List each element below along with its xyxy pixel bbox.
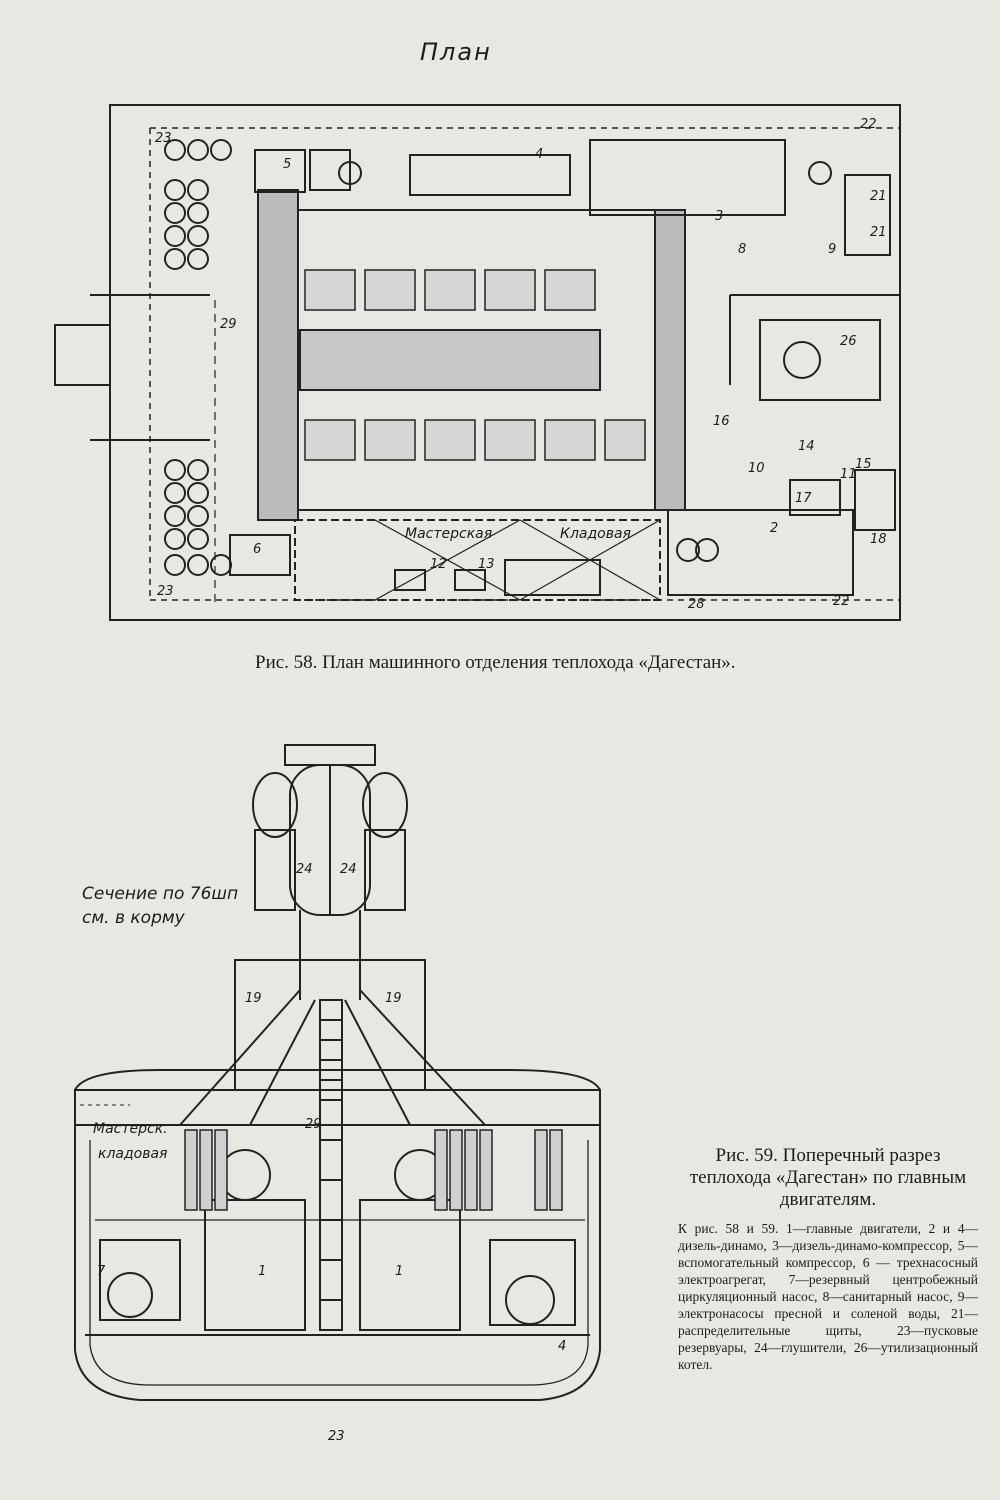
cylinder-rows — [304, 269, 646, 461]
callout-5: 5 — [283, 157, 291, 172]
callout-6: 6 — [253, 542, 261, 557]
callout-2: 2 — [770, 521, 778, 536]
section-callout-24b: 24 — [340, 862, 357, 877]
section-callout-23: 23 — [328, 1429, 345, 1444]
callout-13: 13 — [478, 557, 495, 572]
section-callout-7: 7 — [97, 1264, 106, 1279]
callout-22a: 22 — [860, 117, 877, 132]
section-callout-4: 4 — [558, 1339, 566, 1354]
callout-9: 9 — [828, 242, 836, 257]
callout-11: 11 — [840, 467, 857, 482]
callout-16: 16 — [713, 414, 730, 429]
plan-room-storeroom: Кладовая — [560, 526, 631, 542]
figure-59-caption: Рис. 59. Поперечный разрез теплохода «Да… — [689, 1145, 967, 1210]
callout-8: 8 — [738, 242, 746, 257]
callout-29: 29 — [220, 317, 237, 332]
section-callout-1b: 1 — [395, 1264, 403, 1279]
section-callout-19b: 19 — [385, 991, 402, 1006]
plan-room-workshop: Мастерская — [405, 526, 492, 542]
figure-58-caption: Рис. 58. План машинного отделения теплох… — [255, 652, 736, 673]
utilization-boiler-26 — [759, 319, 881, 401]
section-label: Сечение по 76шп см. в корму — [82, 884, 239, 928]
section-callout-24a: 24 — [296, 862, 313, 877]
main-engine-right — [359, 1199, 461, 1331]
starting-reservoirs — [164, 139, 832, 576]
section-callout-1a: 1 — [258, 1264, 266, 1279]
hull-outline — [74, 1125, 601, 1401]
callout-3: 3 — [715, 209, 723, 224]
main-engine-left — [204, 1199, 306, 1331]
callout-21a: 21 — [870, 189, 887, 204]
callout-23a: 23 — [155, 131, 172, 146]
section-room-workshop: Мастерск. — [93, 1121, 168, 1137]
callout-18: 18 — [870, 532, 887, 547]
section-callout-29: 29 — [305, 1117, 322, 1132]
callout-23b: 23 — [157, 584, 174, 599]
callout-28: 28 — [688, 597, 705, 612]
callout-17: 17 — [795, 491, 812, 506]
cylinder-columns — [184, 1129, 563, 1211]
callout-4: 4 — [535, 147, 543, 162]
callout-12: 12 — [430, 557, 447, 572]
callout-26: 26 — [840, 334, 857, 349]
section-room-storeroom: кладовая — [98, 1146, 167, 1162]
figure-legend: К рис. 58 и 59. 1—главные двигатели, 2 и… — [678, 1221, 978, 1372]
callout-15: 15 — [855, 457, 872, 472]
callout-10: 10 — [748, 461, 765, 476]
plan-title: План — [420, 38, 492, 66]
section-callout-19a: 19 — [245, 991, 262, 1006]
callout-22b: 22 — [833, 594, 850, 609]
callout-14: 14 — [798, 439, 815, 454]
callout-21b: 21 — [870, 225, 887, 240]
